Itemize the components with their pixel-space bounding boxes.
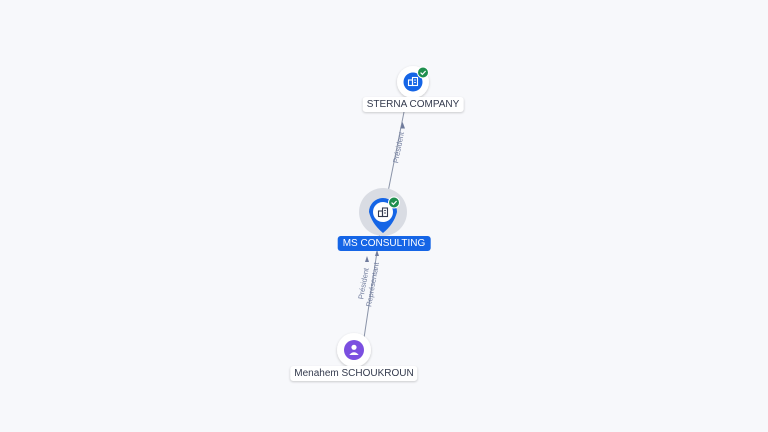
edge-arrow-icon [365, 256, 369, 262]
node-label-sterna-company[interactable]: STERNA COMPANY [362, 97, 464, 112]
node-ms-consulting[interactable] [359, 188, 407, 236]
node-sterna-company[interactable] [397, 66, 429, 98]
building-icon [377, 207, 389, 218]
edge-arrow-icon [400, 122, 405, 129]
verified-check-icon [388, 196, 400, 209]
verified-check-icon [417, 66, 429, 79]
building-icon [407, 76, 419, 87]
node-menahem-schoukroun[interactable] [337, 333, 371, 367]
edge-label-president: Président [391, 130, 406, 164]
edge-arrow-icon [375, 250, 379, 256]
node-label-ms-consulting[interactable]: MS CONSULTING [337, 236, 431, 251]
person-icon [349, 344, 359, 355]
node-label-menahem-schoukroun[interactable]: Menahem SCHOUKROUN [290, 366, 418, 381]
